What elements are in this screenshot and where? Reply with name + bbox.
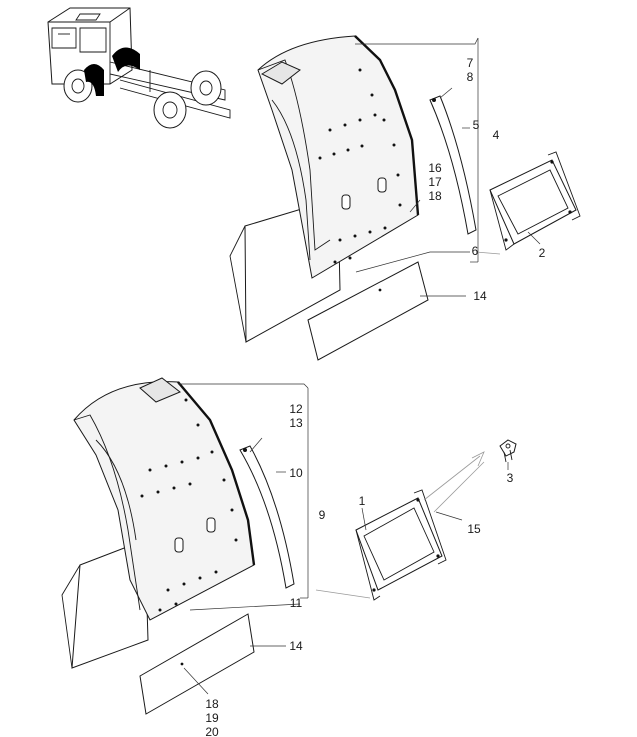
label-part-9: 9 — [319, 508, 326, 522]
label-part-7: 7 — [467, 56, 474, 70]
upper-fender-body — [257, 35, 420, 279]
truck-cab-icon — [47, 7, 231, 129]
label-part-14-upper: 14 — [473, 289, 487, 303]
upper-callout-lines — [355, 37, 541, 297]
label-part-16: 16 — [428, 161, 442, 175]
upper-plate — [307, 261, 429, 361]
lower-bracket — [355, 489, 447, 601]
label-part-14-lower: 14 — [289, 639, 303, 653]
lower-edge-strip — [239, 445, 295, 589]
label-part-1: 1 — [359, 494, 366, 508]
label-part-4: 4 — [493, 128, 500, 142]
label-part-3: 3 — [507, 471, 514, 485]
label-part-20: 20 — [205, 725, 219, 737]
label-part-18-lower: 18 — [205, 697, 219, 711]
label-part-5: 5 — [473, 118, 480, 132]
label-part-19: 19 — [205, 711, 219, 725]
label-part-15: 15 — [467, 522, 481, 536]
label-part-12: 12 — [289, 402, 303, 416]
lower-plate — [139, 613, 255, 715]
label-part-8: 8 — [467, 70, 474, 84]
label-part-6: 6 — [472, 244, 479, 258]
label-part-17: 17 — [428, 175, 442, 189]
fastener-3-icon — [499, 439, 517, 463]
lower-fender-body — [73, 377, 256, 621]
upper-edge-strip — [429, 95, 477, 235]
label-part-2: 2 — [539, 246, 546, 260]
upper-bracket — [489, 151, 581, 251]
label-part-18-upper: 18 — [428, 189, 442, 203]
lower-callout-lines — [178, 383, 509, 695]
label-part-10: 10 — [289, 466, 303, 480]
label-part-11: 11 — [290, 596, 303, 610]
label-part-13: 13 — [289, 416, 303, 430]
